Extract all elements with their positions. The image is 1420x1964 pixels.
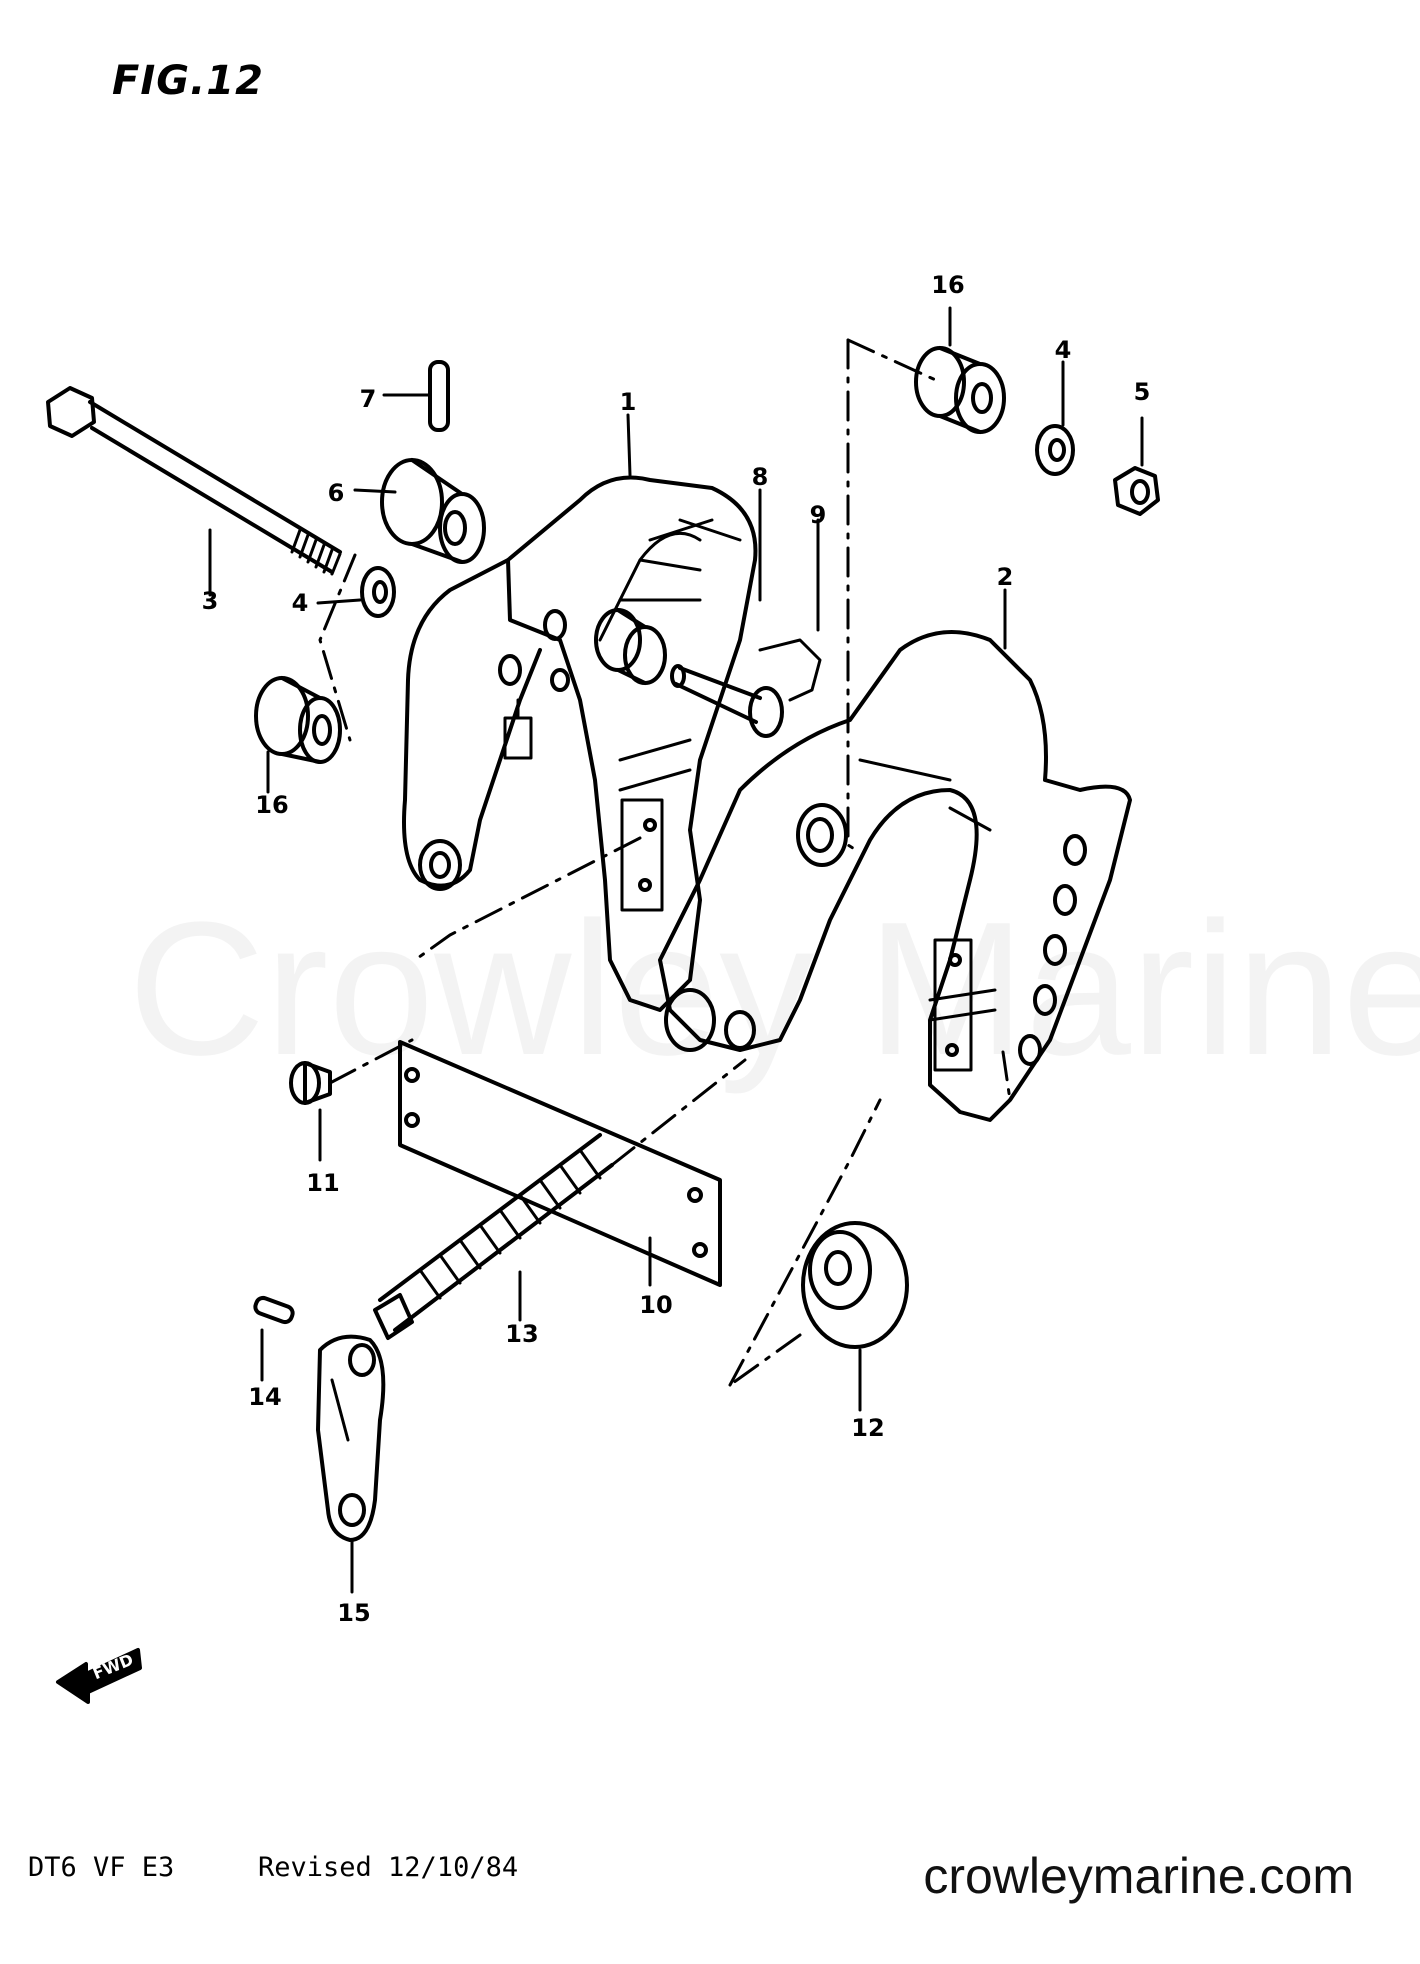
clamp-screw-part-13: [373, 1133, 614, 1340]
screw-part-11: [289, 1061, 332, 1105]
callout-4-right: 4: [1054, 336, 1072, 364]
callout-6: 6: [327, 479, 345, 507]
callout-5: 5: [1133, 378, 1151, 406]
callout-10: 10: [639, 1291, 673, 1319]
bolt-part: [46, 386, 342, 576]
callout-12: 12: [851, 1414, 885, 1442]
bushing-part-16-right: [914, 346, 1006, 434]
callout-14: 14: [248, 1383, 282, 1411]
callout-7: 7: [359, 385, 377, 413]
callout-1: 1: [619, 388, 637, 416]
callout-4-left: 4: [291, 589, 309, 617]
clamp-bracket-part-1: [402, 475, 758, 1012]
bushing-part-16-left: [254, 676, 342, 764]
sleeve-part-8: [594, 608, 667, 685]
leader-lines: [208, 306, 1144, 1594]
callout-13: 13: [505, 1320, 539, 1348]
figure-title: FIG.12: [112, 58, 264, 104]
callout-9: 9: [809, 501, 827, 529]
callout-3: 3: [201, 587, 219, 615]
nut-part-5: [1113, 466, 1160, 516]
model-code: DT6 VF E3: [28, 1852, 175, 1883]
callout-8: 8: [751, 463, 769, 491]
revision-date: Revised 12/10/84: [258, 1852, 519, 1883]
website-link[interactable]: crowleymarine.com: [923, 1848, 1354, 1904]
callout-15: 15: [337, 1599, 371, 1627]
clamp-bracket-part-2: [658, 630, 1132, 1122]
washer-part-4-right: [1035, 424, 1075, 476]
pin-part-7: [428, 360, 450, 432]
callout-16-left: 16: [255, 791, 289, 819]
washer-part-4-left: [360, 566, 396, 618]
plate-part-10: [398, 1040, 722, 1287]
callout-2: 2: [996, 563, 1014, 591]
handle-part-15: [316, 1334, 386, 1542]
assembly-centerlines: [318, 338, 1012, 1387]
stopper-bracket: [758, 638, 822, 702]
watermark-text: Crowley Marine: [128, 880, 1420, 1098]
callout-16-right: 16: [931, 271, 965, 299]
shaft-part-9: [670, 664, 784, 738]
bushing-part-6: [380, 458, 486, 564]
swivel-pad-part-12: [801, 1221, 909, 1349]
callout-11: 11: [306, 1169, 340, 1197]
fwd-arrow-icon: [56, 1648, 142, 1704]
pin-part-14: [253, 1295, 295, 1325]
